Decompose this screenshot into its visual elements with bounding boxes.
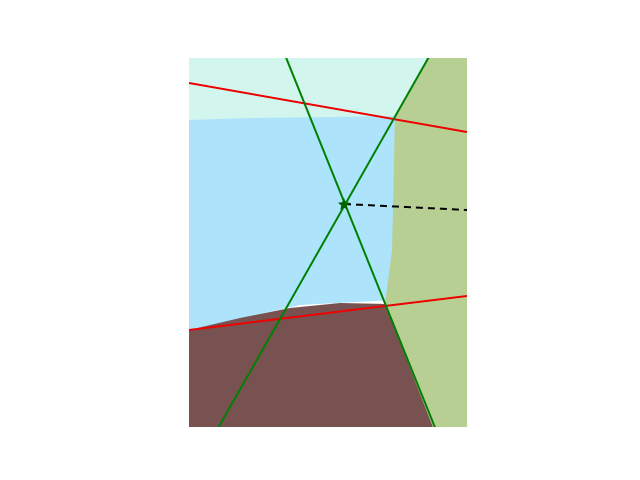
vanishing-point-star-icon [338, 197, 350, 210]
converging-line-right [217, 58, 430, 427]
grass-region [385, 58, 467, 427]
ground-region [189, 303, 433, 427]
converging-line-left [285, 58, 436, 427]
water-region [189, 116, 395, 330]
upper-horizon-line [189, 82, 467, 133]
image-panel [189, 58, 467, 427]
lower-horizon-line [189, 295, 467, 331]
direction-dashed-line [343, 203, 467, 211]
